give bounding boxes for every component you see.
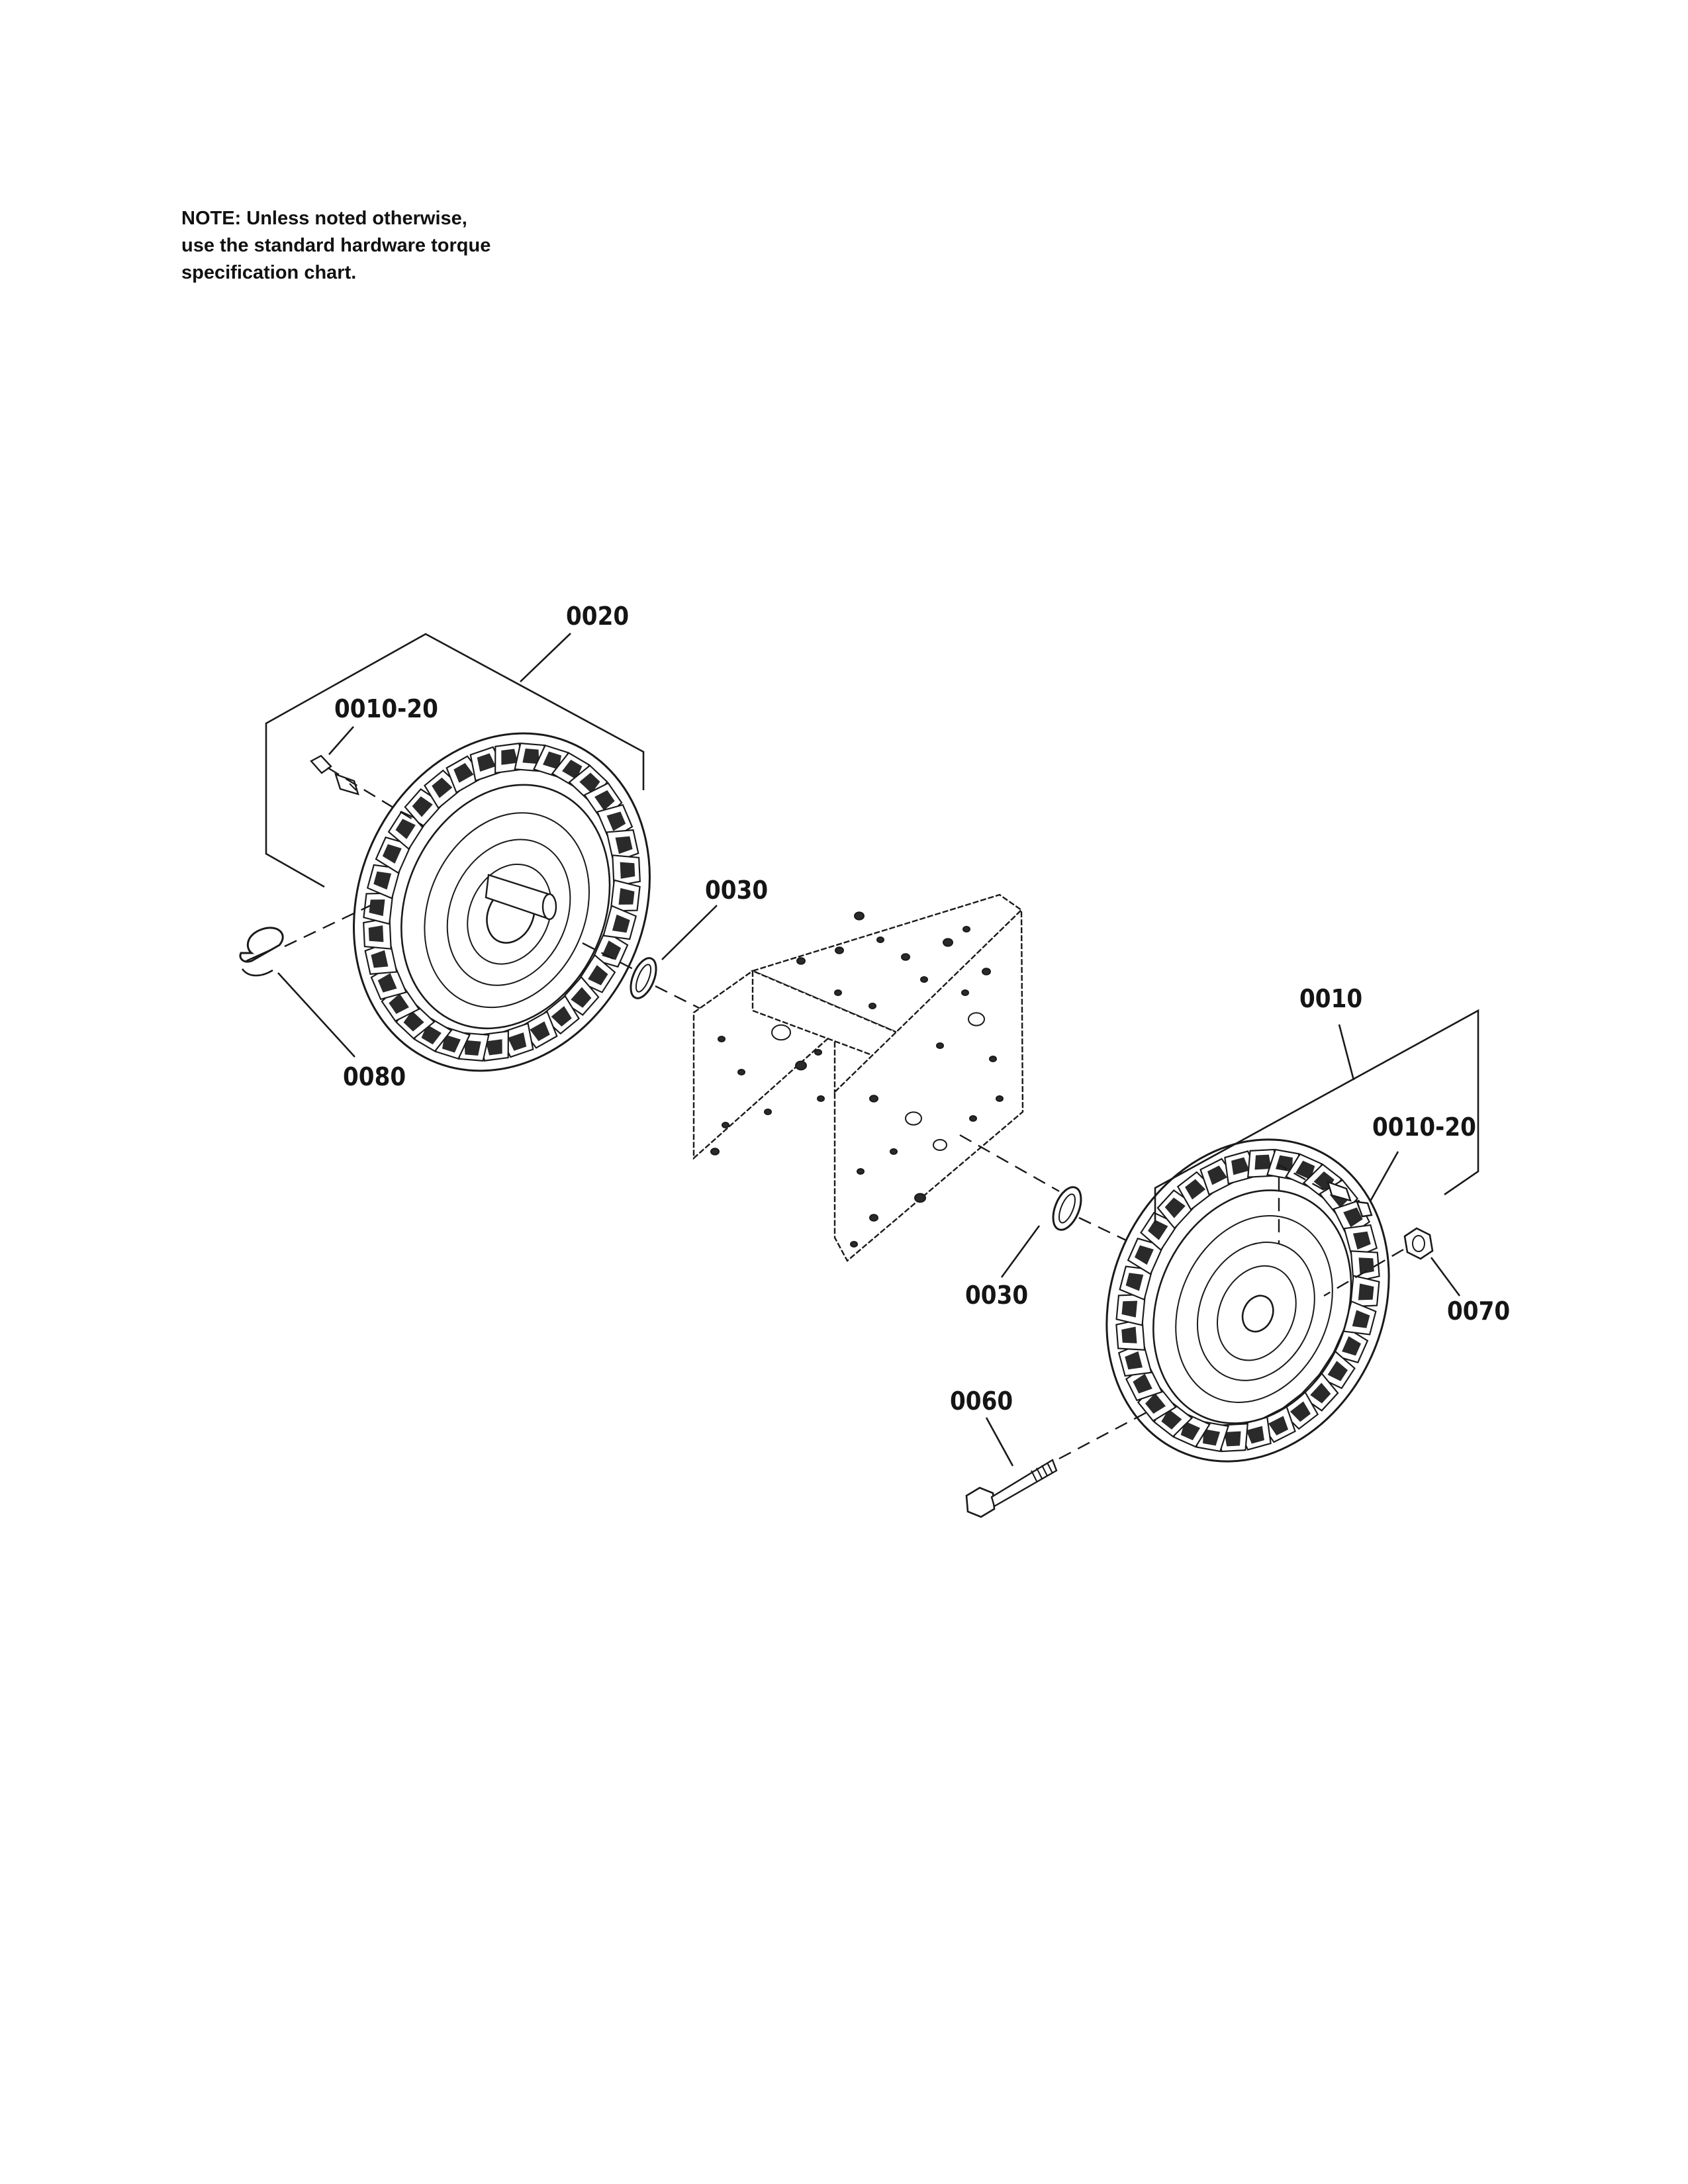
frame-mounting-hole <box>962 926 970 933</box>
note-line-3: specification chart. <box>181 262 357 283</box>
left-washer <box>630 957 657 999</box>
frame-mounting-hole <box>869 1095 878 1103</box>
frame-housing <box>692 893 1024 1262</box>
callout-0010: 0010 <box>1299 984 1362 1013</box>
hex-bolt <box>965 1459 1058 1518</box>
frame-mounting-hole <box>868 1003 876 1009</box>
frame-mounting-hole <box>890 1148 898 1155</box>
callout-0030-right: 0030 <box>965 1281 1028 1310</box>
callout-0070: 0070 <box>1447 1297 1510 1326</box>
frame-mounting-hole <box>764 1109 772 1115</box>
bracket-0010 <box>1154 1009 1479 1223</box>
frame-mounting-hole <box>943 938 953 947</box>
callout-0060: 0060 <box>950 1387 1013 1416</box>
frame-mounting-hole <box>989 1056 997 1062</box>
callout-0020: 0020 <box>566 602 629 631</box>
left-wheel-assembly <box>239 633 722 1072</box>
frame-mounting-hole <box>876 936 884 943</box>
bracket-0020 <box>265 633 645 888</box>
note-line-2: use the standard hardware torque <box>181 235 491 256</box>
frame-mounting-hole <box>834 989 842 996</box>
callout-0030-left: 0030 <box>705 876 768 905</box>
right-wheel-tire <box>1105 1138 1390 1463</box>
note-line-1: NOTE: Unless noted otherwise, <box>181 208 467 229</box>
frame-mounting-hole <box>901 953 910 961</box>
frame-mounting-hole <box>968 1012 985 1026</box>
frame-mounting-hole <box>722 1122 729 1128</box>
frame-mounting-hole <box>850 1241 858 1248</box>
frame-mounting-hole <box>796 957 806 965</box>
right-valve-stem <box>1327 1181 1373 1218</box>
callout-0010-20-left: 0010-20 <box>334 694 438 723</box>
callout-0080: 0080 <box>343 1062 406 1091</box>
frame-mounting-hole <box>961 989 969 996</box>
frame-mounting-hole <box>718 1036 726 1042</box>
frame-mounting-hole <box>905 1111 922 1126</box>
left-valve-stem <box>310 754 359 796</box>
right-washer <box>1052 1186 1082 1231</box>
frame-mounting-hole <box>914 1193 926 1203</box>
callout-0010-20-right: 0010-20 <box>1372 1113 1476 1142</box>
frame-mounting-hole <box>996 1095 1004 1102</box>
frame-mounting-hole <box>982 968 991 976</box>
frame-mounting-hole <box>936 1042 944 1049</box>
torque-note: NOTE: Unless noted otherwise, use the st… <box>181 205 592 287</box>
frame-mounting-hole <box>771 1024 791 1041</box>
frame-mounting-hole <box>969 1115 977 1122</box>
hairpin-clip <box>239 927 284 977</box>
frame-mounting-hole <box>854 911 865 921</box>
hex-nut <box>1403 1227 1434 1260</box>
frame-mounting-hole <box>737 1069 745 1075</box>
frame-mounting-hole <box>857 1168 865 1175</box>
right-wheel-assembly <box>959 1009 1479 1518</box>
frame-mounting-hole <box>817 1095 825 1102</box>
frame-mounting-hole <box>869 1214 878 1222</box>
frame-mounting-hole <box>710 1148 720 1156</box>
frame-mounting-hole <box>933 1139 947 1151</box>
frame-mounting-hole <box>920 976 928 983</box>
frame-mounting-hole <box>795 1060 807 1071</box>
frame-mounting-hole <box>835 946 844 954</box>
frame-mounting-hole <box>814 1049 822 1056</box>
